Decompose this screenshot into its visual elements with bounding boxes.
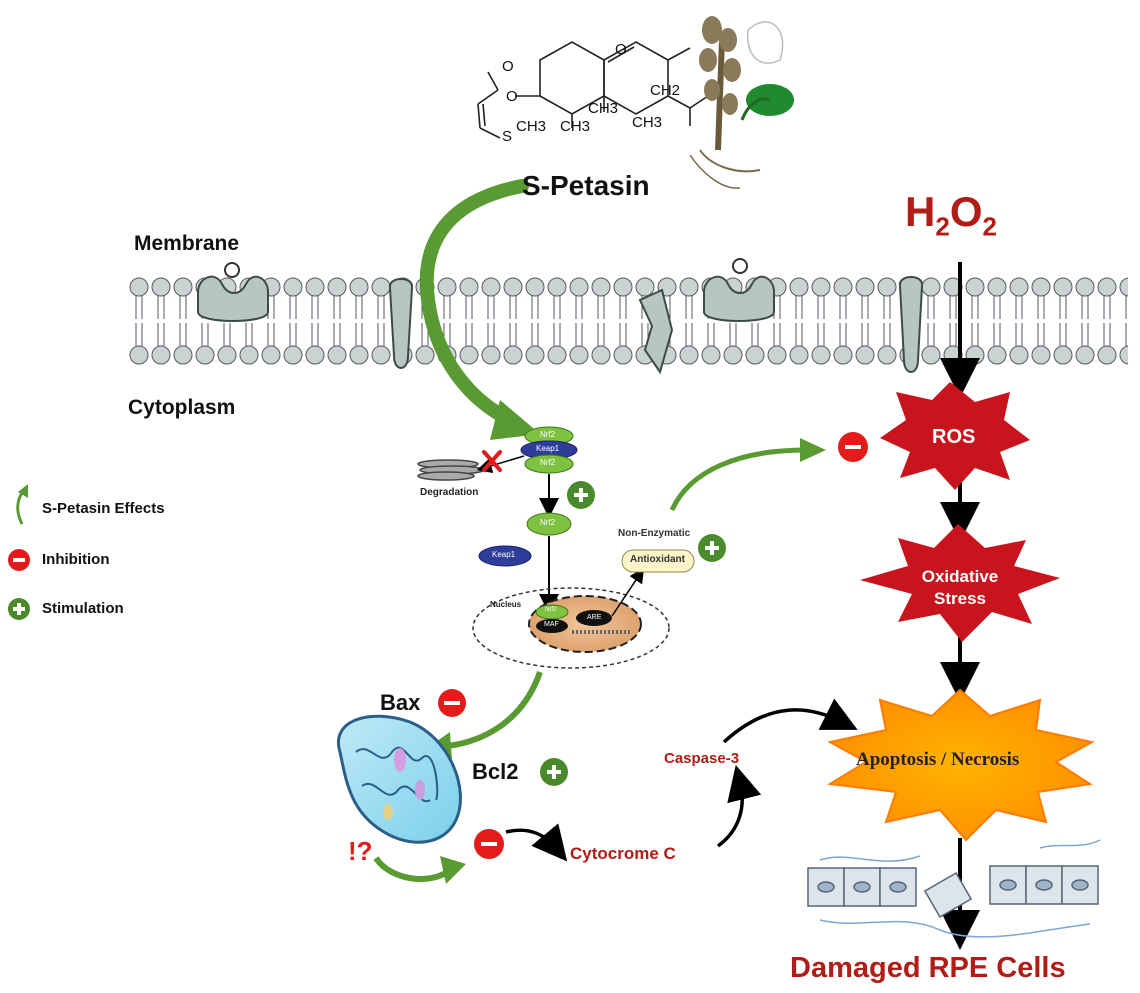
antioxidant-to-ros-arrow [669, 447, 807, 512]
bcl2-plus-icon [540, 758, 568, 786]
struct-label-ch3-c: CH3 [588, 100, 619, 117]
ros-burst [880, 382, 1030, 490]
caspase-to-apoptosis-arrow [722, 698, 858, 744]
legend-plus-icon [8, 598, 30, 620]
legend-minus-icon [8, 549, 30, 571]
membrane-receptor-left [197, 262, 269, 322]
legend-stimulation-label: Stimulation [42, 600, 124, 617]
s-petasin-structure [477, 41, 715, 139]
cell-membrane [128, 258, 1128, 375]
nrf2-plus-icon [567, 481, 595, 509]
are-label: ARE [587, 614, 602, 621]
struct-label-ch3-b: CH3 [560, 118, 591, 135]
struct-label-s: S [502, 128, 513, 145]
oxidative-stress-label: Oxidative Stress [921, 567, 999, 608]
unknown-mechanism-label: !? [348, 836, 373, 866]
mito-to-cytochrome-arrow [505, 823, 568, 862]
non-enzymatic-label: Non-Enzymatic [618, 528, 691, 539]
struct-label-ch3-a: CH3 [516, 118, 547, 135]
mito-feedback-arrow [373, 856, 452, 883]
legend-effects-label: S-Petasin Effects [42, 500, 165, 517]
s-petasin-effect-arrow [419, 179, 540, 440]
nucleus-to-mito-arrow [445, 671, 543, 749]
degradation-symbol [417, 459, 485, 481]
degradation-label: Degradation [420, 487, 479, 498]
free-keap1 [478, 545, 532, 567]
struct-label-o2: O [506, 88, 518, 105]
free-nrf2 [526, 512, 572, 536]
h2o2-label: H2O2 [905, 188, 997, 242]
nucleus-nrf2-label: Nrf2 [545, 607, 557, 613]
complex-nrf2-bottom: Nrf2 [540, 458, 556, 467]
free-keap1-label: Keap1 [492, 550, 516, 559]
butterbur-plant-image [689, 16, 794, 189]
membrane-channel-left [389, 278, 413, 369]
bcl2-label: Bcl2 [472, 759, 519, 784]
struct-label-ch2: CH2 [650, 82, 681, 99]
struct-label-ch3-d: CH3 [632, 114, 663, 131]
caspase-label: Caspase-3 [664, 750, 740, 767]
free-nrf2-label: Nrf2 [540, 518, 556, 527]
legend-arrow-icon [16, 484, 28, 525]
nucleus-label: Nucleus [490, 600, 522, 609]
cytochrome-label: Cytocrome C [570, 844, 676, 863]
struct-label-o3: O [615, 41, 627, 58]
membrane-channel-middle [638, 288, 674, 375]
maf-label: MAF [544, 621, 559, 628]
damaged-cells-image [807, 839, 1101, 938]
nrf2-keap1-complex [520, 426, 578, 474]
apoptosis-label: Apoptosis / Necrosis [856, 749, 1020, 770]
membrane-receptor-right [703, 258, 775, 322]
antioxidant-plus-icon [698, 534, 726, 562]
complex-keap1: Keap1 [536, 444, 560, 453]
membrane-channel-right [899, 276, 923, 373]
cytochrome-to-caspase-arrow [716, 765, 762, 848]
ros-label: ROS [932, 426, 976, 448]
ros-minus-icon [838, 432, 868, 462]
complex-nrf2-top: Nrf2 [540, 430, 556, 439]
cytoplasm-label: Cytoplasm [128, 396, 236, 419]
mito-minus-icon [474, 829, 504, 859]
oxidative-stress-burst [860, 524, 1060, 642]
bax-minus-icon [438, 689, 466, 717]
membrane-label: Membrane [134, 232, 240, 255]
struct-label-o1: O [502, 58, 514, 75]
legend-inhibition-label: Inhibition [42, 551, 110, 568]
blocked-x-icon [482, 450, 502, 472]
antioxidant-pill [621, 549, 695, 573]
apoptosis-burst [827, 688, 1095, 842]
bax-label: Bax [380, 690, 421, 715]
compound-name: S-Petasin [522, 170, 650, 201]
damaged-cells-label: Damaged RPE Cells [790, 952, 1066, 984]
antioxidant-label: Antioxidant [630, 554, 685, 565]
nucleus [472, 587, 670, 669]
mitochondrion [336, 714, 462, 844]
